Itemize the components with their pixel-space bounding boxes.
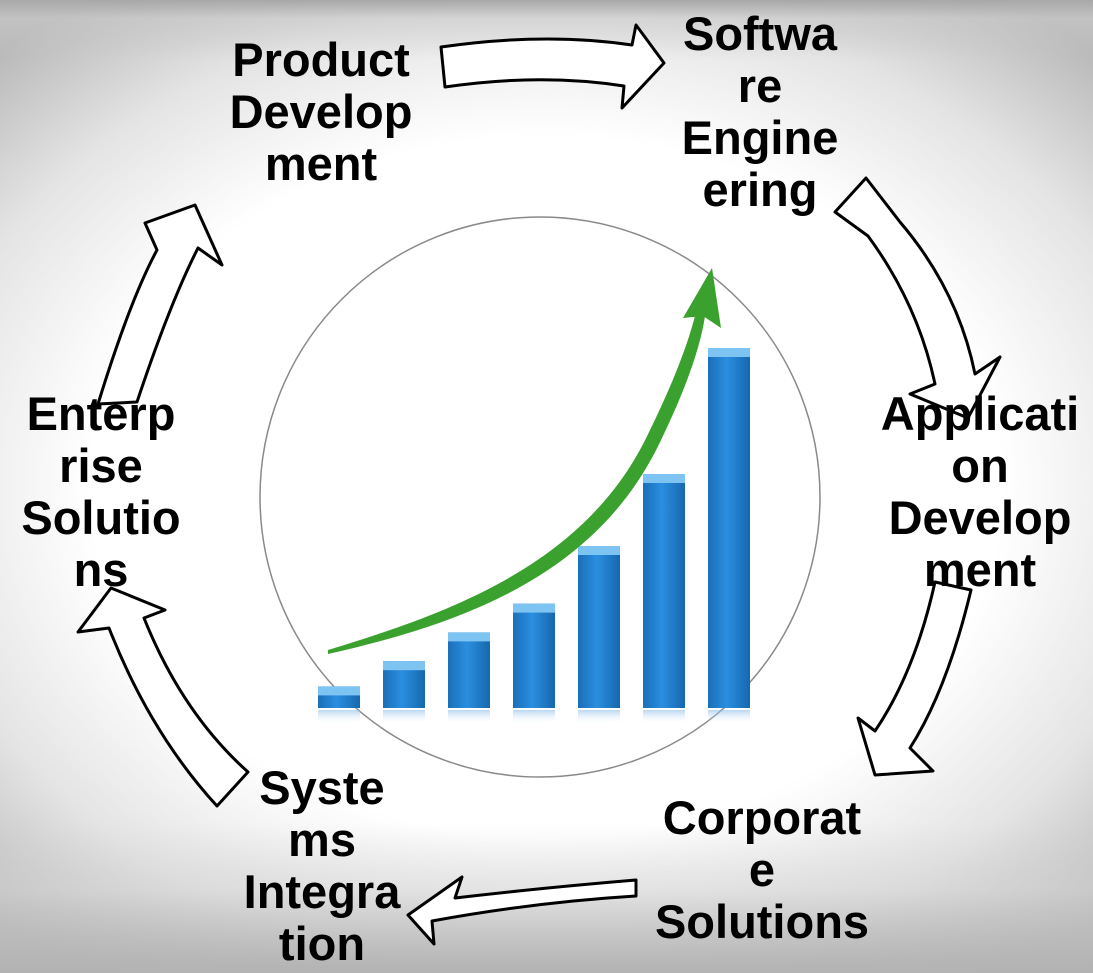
node-label-line: tion — [278, 917, 366, 970]
arrow-systems-to-enterprise-icon — [76, 586, 250, 808]
growth-bar — [708, 348, 750, 708]
growth-bar-reflection — [318, 710, 360, 724]
growth-bar-reflection — [708, 710, 750, 724]
node-label-line: on — [951, 439, 1009, 492]
node-label-line: e — [748, 843, 776, 896]
node-label-line: Integra — [243, 865, 401, 918]
growth-bar-reflection — [448, 710, 490, 724]
node-label-line: ering — [702, 163, 818, 216]
node-label-line: ns — [73, 543, 129, 596]
node-label-line: Enterp — [26, 387, 176, 440]
node-label-line: Applicati — [880, 387, 1080, 440]
arrow-enterprise-to-product-icon — [96, 203, 224, 406]
node-label-line: Develop — [888, 491, 1072, 544]
node-label-line: rise — [59, 439, 143, 492]
growth-bar-top — [643, 474, 685, 483]
node-label-line: re — [737, 59, 783, 112]
trend-arrow-icon — [328, 268, 721, 654]
growth-bar-reflection — [513, 710, 555, 724]
arrow-application-to-corporate-icon — [856, 580, 973, 777]
growth-bar-chart-icon — [318, 348, 750, 724]
arrow-software-to-application-icon — [833, 176, 1002, 420]
growth-bar-top — [513, 603, 555, 613]
node-label-line: Product — [232, 33, 410, 86]
arrow-corporate-to-systems-icon — [406, 875, 638, 946]
growth-bar-top — [708, 348, 750, 357]
growth-bar — [513, 603, 555, 708]
node-label-line: Syste — [259, 761, 385, 814]
node-label-line: ment — [923, 543, 1037, 596]
growth-bar-reflection — [383, 710, 425, 724]
arrow-product-to-software-icon — [439, 23, 666, 110]
trend-arrow-head — [683, 268, 721, 328]
growth-bar-top — [383, 661, 425, 671]
node-label-line: ment — [264, 137, 378, 190]
growth-bar-reflection — [643, 710, 685, 724]
trend-arrow-body — [328, 312, 705, 654]
growth-bar — [643, 474, 685, 708]
node-label-line: Solutions — [654, 895, 870, 948]
node-label-line: Softwa — [682, 7, 838, 60]
node-label-line: Solutio — [21, 491, 181, 544]
growth-bar-top — [578, 546, 620, 555]
node-label-line: Develop — [229, 85, 413, 138]
node-label-line: ms — [288, 813, 356, 866]
growth-bar-top — [318, 686, 360, 696]
growth-bar-reflection — [578, 710, 620, 724]
growth-bar — [578, 546, 620, 708]
node-label-line: Corporat — [662, 791, 862, 844]
growth-bar — [448, 632, 490, 708]
cycle-arrows — [76, 23, 1002, 946]
growth-bar-top — [448, 632, 490, 642]
node-label-line: Engine — [681, 111, 839, 164]
